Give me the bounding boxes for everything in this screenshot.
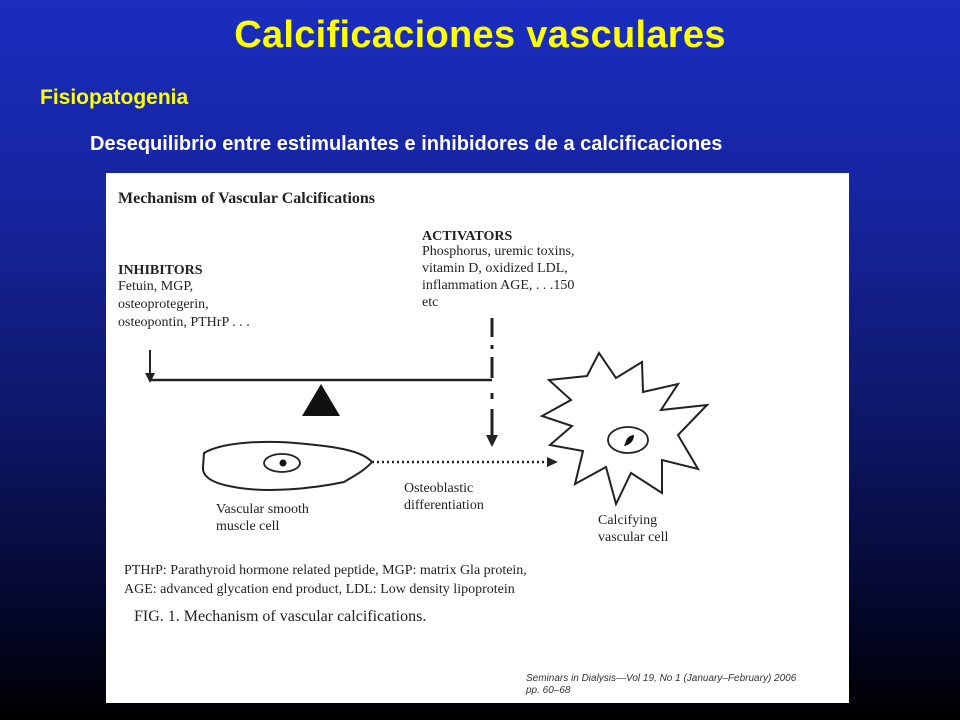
- smooth-cell-label: Vascular smooth: [216, 502, 309, 517]
- balance-fulcrum: [302, 384, 340, 416]
- inhibitors-line: osteopontin, PTHrP . . .: [118, 315, 250, 330]
- citation-line: Seminars in Dialysis—Vol 19, No 1 (Janua…: [526, 673, 797, 684]
- abbreviations-line: PTHrP: Parathyroid hormone related pepti…: [124, 563, 527, 578]
- smooth-cell-label: muscle cell: [216, 519, 279, 534]
- differentiation-label: differentiation: [404, 498, 484, 513]
- inhibitors-line: Fetuin, MGP,: [118, 279, 193, 294]
- activators-line: inflammation AGE, . . .150: [422, 278, 574, 293]
- slide-subtitle: Desequilibrio entre estimulantes e inhib…: [90, 133, 723, 155]
- differentiation-arrow: [372, 457, 558, 467]
- activators-title: ACTIVATORS: [422, 229, 512, 244]
- inhibitors-line: osteoprotegerin,: [118, 297, 209, 312]
- activators-line: etc: [422, 295, 438, 310]
- smooth-muscle-cell-icon: [202, 440, 374, 491]
- activator-arrow: [486, 318, 498, 447]
- mechanism-figure: Mechanism of Vascular Calcifications ACT…: [106, 173, 849, 703]
- citation-line: pp. 60–68: [525, 685, 571, 696]
- activators-line: Phosphorus, uremic toxins,: [422, 244, 574, 259]
- calcifying-label: vascular cell: [598, 530, 668, 545]
- figure-caption: FIG. 1. Mechanism of vascular calcificat…: [134, 608, 426, 625]
- activators-line: vitamin D, oxidized LDL,: [422, 261, 568, 276]
- inhibitor-arrow: [145, 350, 155, 383]
- figure-heading: Mechanism of Vascular Calcifications: [118, 190, 375, 207]
- calcifying-cell-icon: [539, 351, 710, 507]
- abbreviations-line: AGE: advanced glycation end product, LDL…: [124, 582, 515, 597]
- calcifying-label: Calcifying: [598, 513, 657, 528]
- inhibitors-title: INHIBITORS: [118, 263, 203, 278]
- mechanism-diagram: Mechanism of Vascular Calcifications ACT…: [118, 190, 797, 696]
- section-heading: Fisiopatogenia: [40, 86, 189, 109]
- differentiation-label: Osteoblastic: [404, 481, 473, 496]
- slide-title: Calcificaciones vasculares: [234, 14, 726, 56]
